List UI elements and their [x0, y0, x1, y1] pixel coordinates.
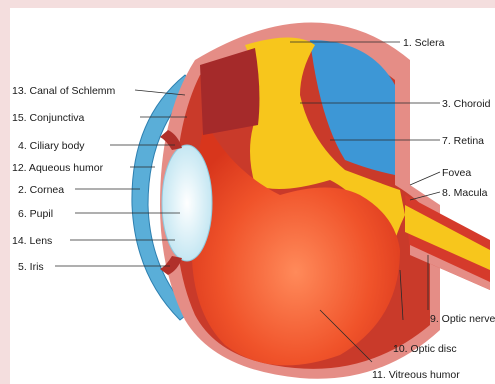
- label-choroid: 3. Choroid: [442, 98, 491, 110]
- label-ciliary-body: 4. Ciliary body: [18, 140, 85, 152]
- lens-shape: [162, 145, 212, 261]
- label-iris: 5. Iris: [18, 261, 44, 273]
- label-canal-of-schlemm: 13. Canal of Schlemm: [12, 85, 116, 97]
- label-sclera: 1. Sclera: [403, 37, 445, 49]
- label-aqueous-humor: 12. Aqueous humor: [12, 162, 104, 174]
- label-macula: 8. Macula: [442, 187, 488, 199]
- label-optic-disc: 10. Optic disc: [393, 343, 457, 355]
- label-fovea: Fovea: [442, 167, 471, 179]
- label-lens: 14. Lens: [12, 235, 52, 247]
- label-cornea: 2. Cornea: [18, 184, 64, 196]
- label-optic-nerve: 9. Optic nerve: [430, 313, 495, 325]
- label-vitreous-humor: 11. Vitreous humor: [372, 369, 460, 381]
- label-pupil: 6. Pupil: [18, 208, 53, 220]
- label-conjunctiva: 15. Conjunctiva: [12, 112, 85, 124]
- label-retina: 7. Retina: [442, 135, 484, 147]
